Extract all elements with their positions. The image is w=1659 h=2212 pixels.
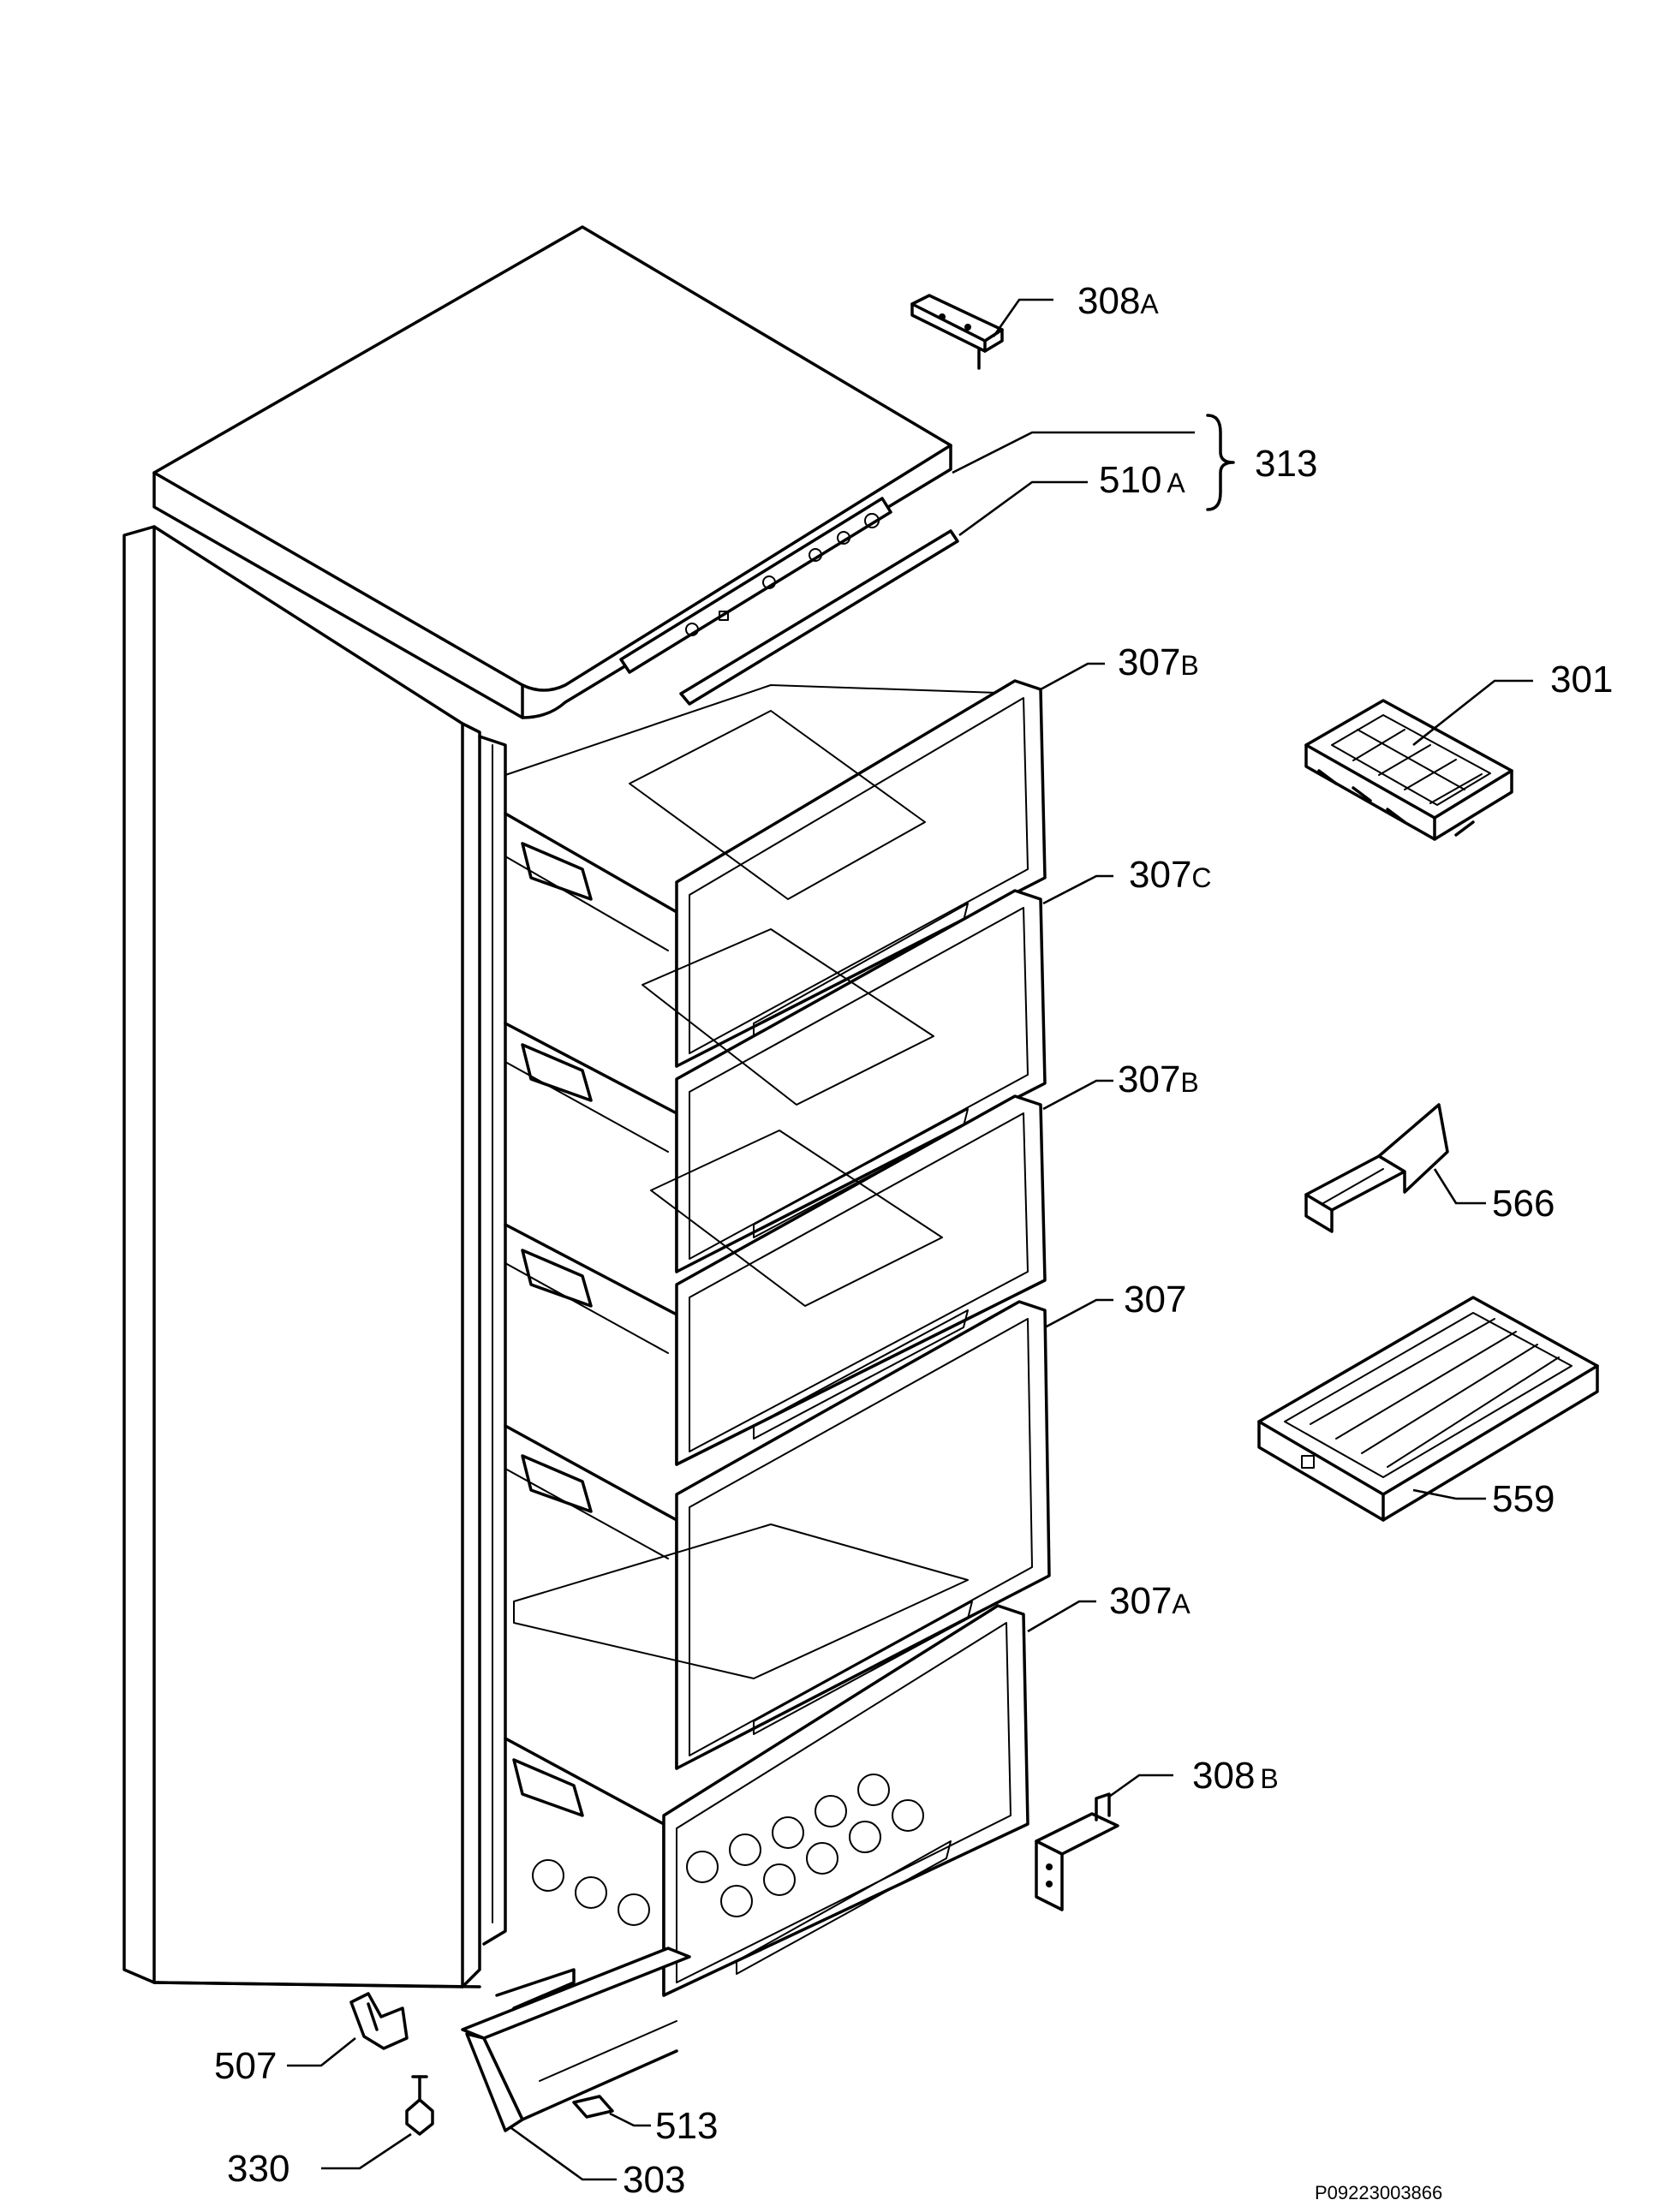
ice-scraper-566: [1304, 1103, 1449, 1233]
brace-313: [1206, 414, 1235, 511]
top-cover-313: [152, 225, 952, 719]
label-513: 513: [655, 2105, 718, 2147]
drawer-307b-top: [504, 679, 1047, 1068]
freezer-cabinet: [122, 525, 507, 1988]
label-308a: 308A: [1077, 280, 1159, 322]
adjustable-foot-330: [405, 2075, 434, 2136]
label-507: 507: [214, 2045, 277, 2087]
ice-cube-tray-301: [1304, 699, 1513, 841]
label-307c: 307C: [1129, 854, 1212, 896]
clip-513: [572, 2095, 614, 2119]
kickplate-303: [461, 1947, 691, 2132]
drawing-reference: P09223003866: [1315, 2182, 1442, 2203]
label-303: 303: [623, 2159, 685, 2201]
label-559: 559: [1492, 1478, 1555, 1520]
label-307b-top: 307B: [1118, 641, 1199, 683]
label-301: 301: [1550, 659, 1613, 701]
hinge-308b: [1035, 1792, 1119, 1911]
clip-507: [349, 1992, 409, 2050]
control-panel-510a: [619, 497, 959, 706]
label-307b-mid: 307B: [1118, 1058, 1199, 1100]
label-307: 307: [1124, 1279, 1186, 1321]
drawer-307b-mid: [504, 1094, 1047, 1466]
cold-accumulator-559: [1257, 1296, 1599, 1522]
drawer-307c: [504, 889, 1047, 1273]
leader-lines: [287, 298, 1533, 2181]
label-330: 330: [227, 2148, 289, 2190]
label-307a: 307A: [1109, 1580, 1191, 1622]
drawer-307a-base-pattern: [532, 1774, 924, 1926]
label-566: 566: [1492, 1183, 1555, 1225]
hinge-308a: [910, 294, 1004, 370]
drawer-307: [504, 1300, 1051, 1770]
label-313: 313: [1255, 443, 1317, 485]
